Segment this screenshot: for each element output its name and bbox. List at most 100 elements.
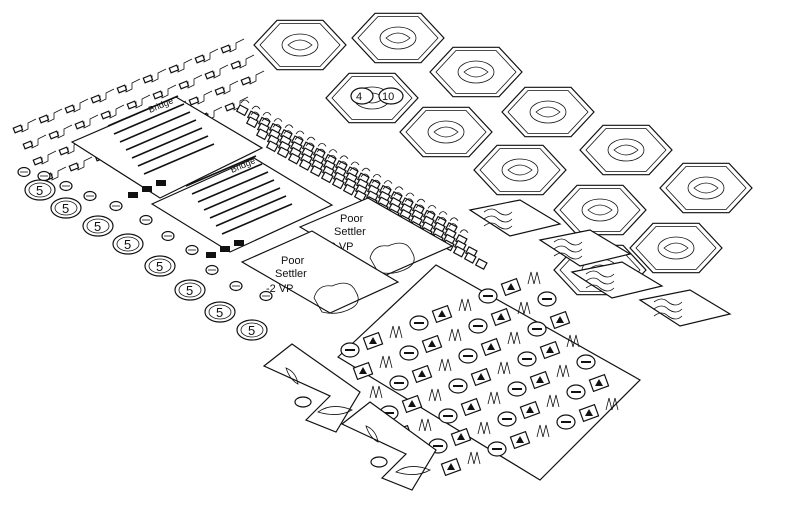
- grid-token: [605, 397, 619, 411]
- arch-tile: [389, 186, 404, 204]
- tile-number-a: 4: [356, 91, 362, 103]
- grid-token: [539, 340, 561, 360]
- small-coin-token: [17, 166, 31, 178]
- hex-tile: [629, 222, 723, 274]
- hex-tile: [351, 12, 445, 64]
- small-coin-token: [109, 200, 123, 212]
- grid-token: [460, 397, 482, 417]
- grid-token: [411, 364, 433, 384]
- coin-value: 5: [94, 219, 101, 234]
- bracket-piece: [64, 98, 89, 114]
- tile-number-b: 10: [382, 91, 394, 103]
- arch-tile: [311, 148, 326, 166]
- grid-token: [556, 364, 570, 378]
- grid-token: [470, 367, 492, 387]
- hex-tile: [501, 86, 595, 138]
- wave-connector: [638, 289, 732, 327]
- arch-strip-group: [235, 99, 488, 271]
- arch-tile: [309, 164, 323, 178]
- grid-token: [546, 394, 560, 408]
- grid-token: [369, 385, 383, 399]
- grid-token: [588, 373, 610, 393]
- arch-tile: [474, 257, 488, 271]
- arch-tile: [265, 140, 279, 153]
- bracket-piece: [220, 38, 245, 54]
- grid-token: [519, 400, 541, 420]
- wave-connector-group: [468, 199, 732, 327]
- grid-token: [480, 337, 502, 357]
- hex-tile-group: [253, 12, 753, 296]
- hex-tile: [473, 144, 567, 196]
- bracket-piece: [152, 84, 177, 100]
- grid-token: [401, 394, 423, 414]
- small-coin-token: [259, 290, 273, 302]
- bridge-card-1: Bridge: [70, 95, 264, 199]
- coin-value: 5: [156, 259, 163, 274]
- grid-token: [477, 421, 491, 435]
- poor-settler-token-2: Poor Settler -2 VP: [240, 230, 400, 314]
- coin-value: 5: [62, 201, 69, 216]
- grid-token: [527, 321, 547, 337]
- grid-token: [529, 370, 551, 390]
- wave-connector: [570, 261, 664, 299]
- small-coin-token: [205, 264, 219, 276]
- coin-token: 5: [24, 179, 56, 201]
- coin-token: 5: [50, 197, 82, 219]
- small-coin-token: [37, 170, 51, 182]
- arch-tile: [452, 245, 466, 258]
- bracket-piece: [74, 114, 99, 130]
- grid-token: [421, 334, 443, 354]
- bracket-piece: [188, 90, 213, 106]
- arch-tile: [298, 158, 312, 171]
- token-line3: -2 VP: [266, 283, 294, 295]
- coin-value: 5: [248, 323, 255, 338]
- arch-tile: [287, 152, 301, 165]
- grid-token: [527, 271, 541, 285]
- bridge-card-2: Bridge: [150, 155, 334, 258]
- fish-chevron-1: [262, 343, 361, 433]
- small-coin-token: [83, 190, 97, 202]
- tile-number-token: 4 10: [350, 87, 404, 105]
- hex-tile: [659, 162, 753, 214]
- bracket-piece: [48, 124, 73, 140]
- bracket-piece: [116, 78, 141, 94]
- hex-tile: [253, 19, 347, 71]
- bracket-piece: [224, 96, 249, 112]
- grid-token: [509, 430, 531, 450]
- coin-token: 5: [112, 233, 144, 255]
- coin-value: 5: [186, 283, 193, 298]
- bracket-piece: [230, 54, 255, 70]
- coin-value: 5: [216, 305, 223, 320]
- grid-token: [448, 378, 468, 394]
- hex-tile: [429, 46, 523, 98]
- grid-token: [556, 414, 576, 430]
- grid-token: [487, 391, 501, 405]
- token-line1: Poor: [281, 255, 305, 267]
- grid-token: [379, 355, 393, 369]
- wave-connector: [468, 199, 562, 237]
- grid-token: [438, 358, 452, 372]
- grid-token: [352, 361, 374, 381]
- coin-token: 5: [236, 319, 268, 341]
- token-grid: [337, 264, 641, 481]
- grid-token: [576, 354, 596, 370]
- bracket-piece: [22, 134, 47, 150]
- grid-token: [517, 301, 531, 315]
- grid-token: [497, 411, 517, 427]
- small-coin-token: [229, 280, 243, 292]
- bracket-piece: [12, 118, 37, 134]
- bracket-piece: [168, 58, 193, 74]
- grid-token: [409, 315, 429, 331]
- grid-token: [428, 388, 442, 402]
- bracket-piece: [240, 70, 265, 86]
- grid-token: [536, 424, 550, 438]
- grid-token: [487, 441, 507, 457]
- grid-token: [448, 328, 462, 342]
- hex-tile: [579, 124, 673, 176]
- fish-chevron-2: [340, 401, 437, 491]
- grid-token: [438, 408, 458, 424]
- bracket-piece: [178, 74, 203, 90]
- grid-token: [566, 384, 586, 400]
